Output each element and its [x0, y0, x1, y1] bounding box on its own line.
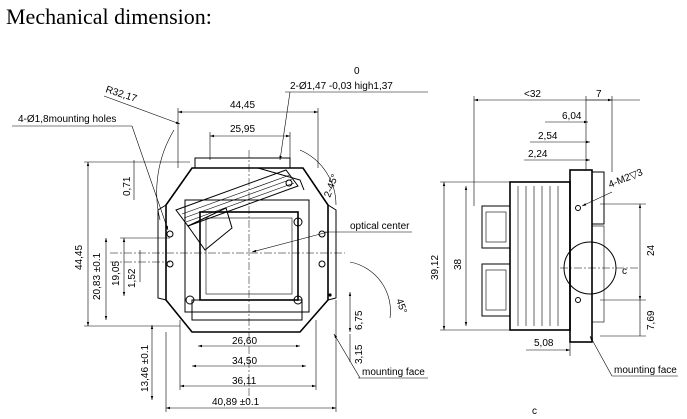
dim-7: 7: [596, 89, 602, 100]
dim-36-11: 36,11: [232, 376, 257, 387]
filter-plate: [175, 169, 299, 227]
side-screw-top: [575, 205, 581, 211]
dim-2-54: 2,54: [538, 131, 558, 142]
side-connector-top: [481, 205, 511, 249]
pin-bottom: [293, 295, 303, 305]
dim-39-12: 39,12: [430, 255, 441, 280]
dim-25-95: 25,95: [230, 124, 255, 135]
side-mounting-face-leader: [589, 335, 613, 377]
front-body-outline: [165, 167, 329, 333]
side-lens-mount: [591, 171, 605, 225]
side-body: [509, 181, 571, 331]
side-body-ribs: [517, 186, 559, 326]
radius-arc: [156, 129, 175, 221]
dim-3-15: 3,15: [354, 344, 365, 364]
dim-44-45-top: 44,45: [230, 100, 255, 111]
front-bottom-tab: [191, 299, 303, 321]
side-mounting-face-callout: mounting face: [614, 365, 677, 376]
holes-leader: [131, 125, 169, 231]
optical-leader: [251, 231, 329, 253]
top-actuator: [194, 157, 291, 168]
dim-5-08: 5,08: [534, 338, 554, 349]
actuator-arm: [257, 167, 305, 191]
side-front-plate: [569, 169, 593, 343]
dim-32: <32: [524, 89, 541, 100]
radius-leader: [103, 95, 181, 125]
mounting-hole-tl: [166, 230, 174, 238]
optical-center-callout: optical center: [350, 221, 410, 232]
front-dot: [328, 293, 332, 297]
side-view: <32 7 6,04 2,54 2,24 4-M2▽3 39,12 38 24 …: [430, 89, 678, 417]
mounting-hole-br: [318, 260, 326, 268]
m2-leader: [581, 191, 613, 207]
dim-24: 24: [646, 244, 657, 256]
connector-inner: [485, 211, 507, 243]
c-bottom-mark: c: [532, 406, 537, 417]
actuator-pivot: [285, 179, 293, 187]
mounting-hole-bl: [166, 260, 174, 268]
dim-40-89: 40,89 ±0.1: [212, 397, 260, 408]
dim-20-83: 20,83 ±0.1: [92, 252, 103, 300]
dim-2-24: 2,24: [528, 149, 548, 160]
dim-1-52: 1,52: [127, 268, 138, 288]
m2-callout: 4-M2▽3: [607, 167, 645, 191]
pin-callout: 2-Ø1,47 -0,03 high1,37: [290, 81, 393, 92]
dim-38: 38: [453, 258, 464, 270]
c-mark: c: [622, 266, 627, 277]
dim-6-75: 6,75: [354, 310, 365, 330]
holes-callout: 4-Ø1,8mounting holes: [18, 114, 116, 125]
angle-arc-45: [349, 261, 391, 319]
dim-13-46: 13,46 ±0.1: [140, 344, 151, 392]
dim-7-69: 7,69: [646, 310, 657, 330]
front-left-flange: [157, 204, 167, 301]
page-title: Mechanical dimension:: [6, 4, 212, 29]
dim-0-71: 0,71: [122, 176, 133, 196]
front-inner-frame: [184, 199, 310, 313]
dim-2-45: 2-45°: [322, 173, 341, 199]
dim-44-45-left: 44,45: [74, 245, 85, 270]
dim-6-04: 6,04: [562, 111, 582, 122]
dim-34-50: 34,50: [232, 356, 257, 367]
side-screw-bottom: [575, 297, 581, 303]
mounting-hole-tr: [318, 230, 326, 238]
filter-hatch: [181, 174, 295, 223]
dim-45: 45°: [393, 297, 409, 315]
dim-19-05: 19,05: [111, 261, 122, 286]
connector-inner: [485, 269, 507, 311]
front-view: 44,45 25,95 0 2-Ø1,47 -0,03 high1,37 R32…: [12, 66, 428, 412]
filter-lower-wedge: [187, 207, 233, 251]
front-mounting-face-callout: mounting face: [362, 367, 425, 378]
dim-26-60: 26,60: [232, 336, 257, 347]
front-right-flange: [327, 204, 337, 301]
dim-0: 0: [354, 66, 360, 77]
side-mount-lower: [591, 225, 605, 323]
mounting-face-leader: [333, 333, 361, 379]
angle-arc-top: [299, 149, 337, 206]
pin-leader: [279, 91, 291, 161]
radius-callout: R32,17: [104, 84, 138, 105]
pin-bottom-left: [185, 295, 195, 305]
side-connector-bottom: [481, 263, 511, 317]
pin-top: [293, 217, 303, 227]
